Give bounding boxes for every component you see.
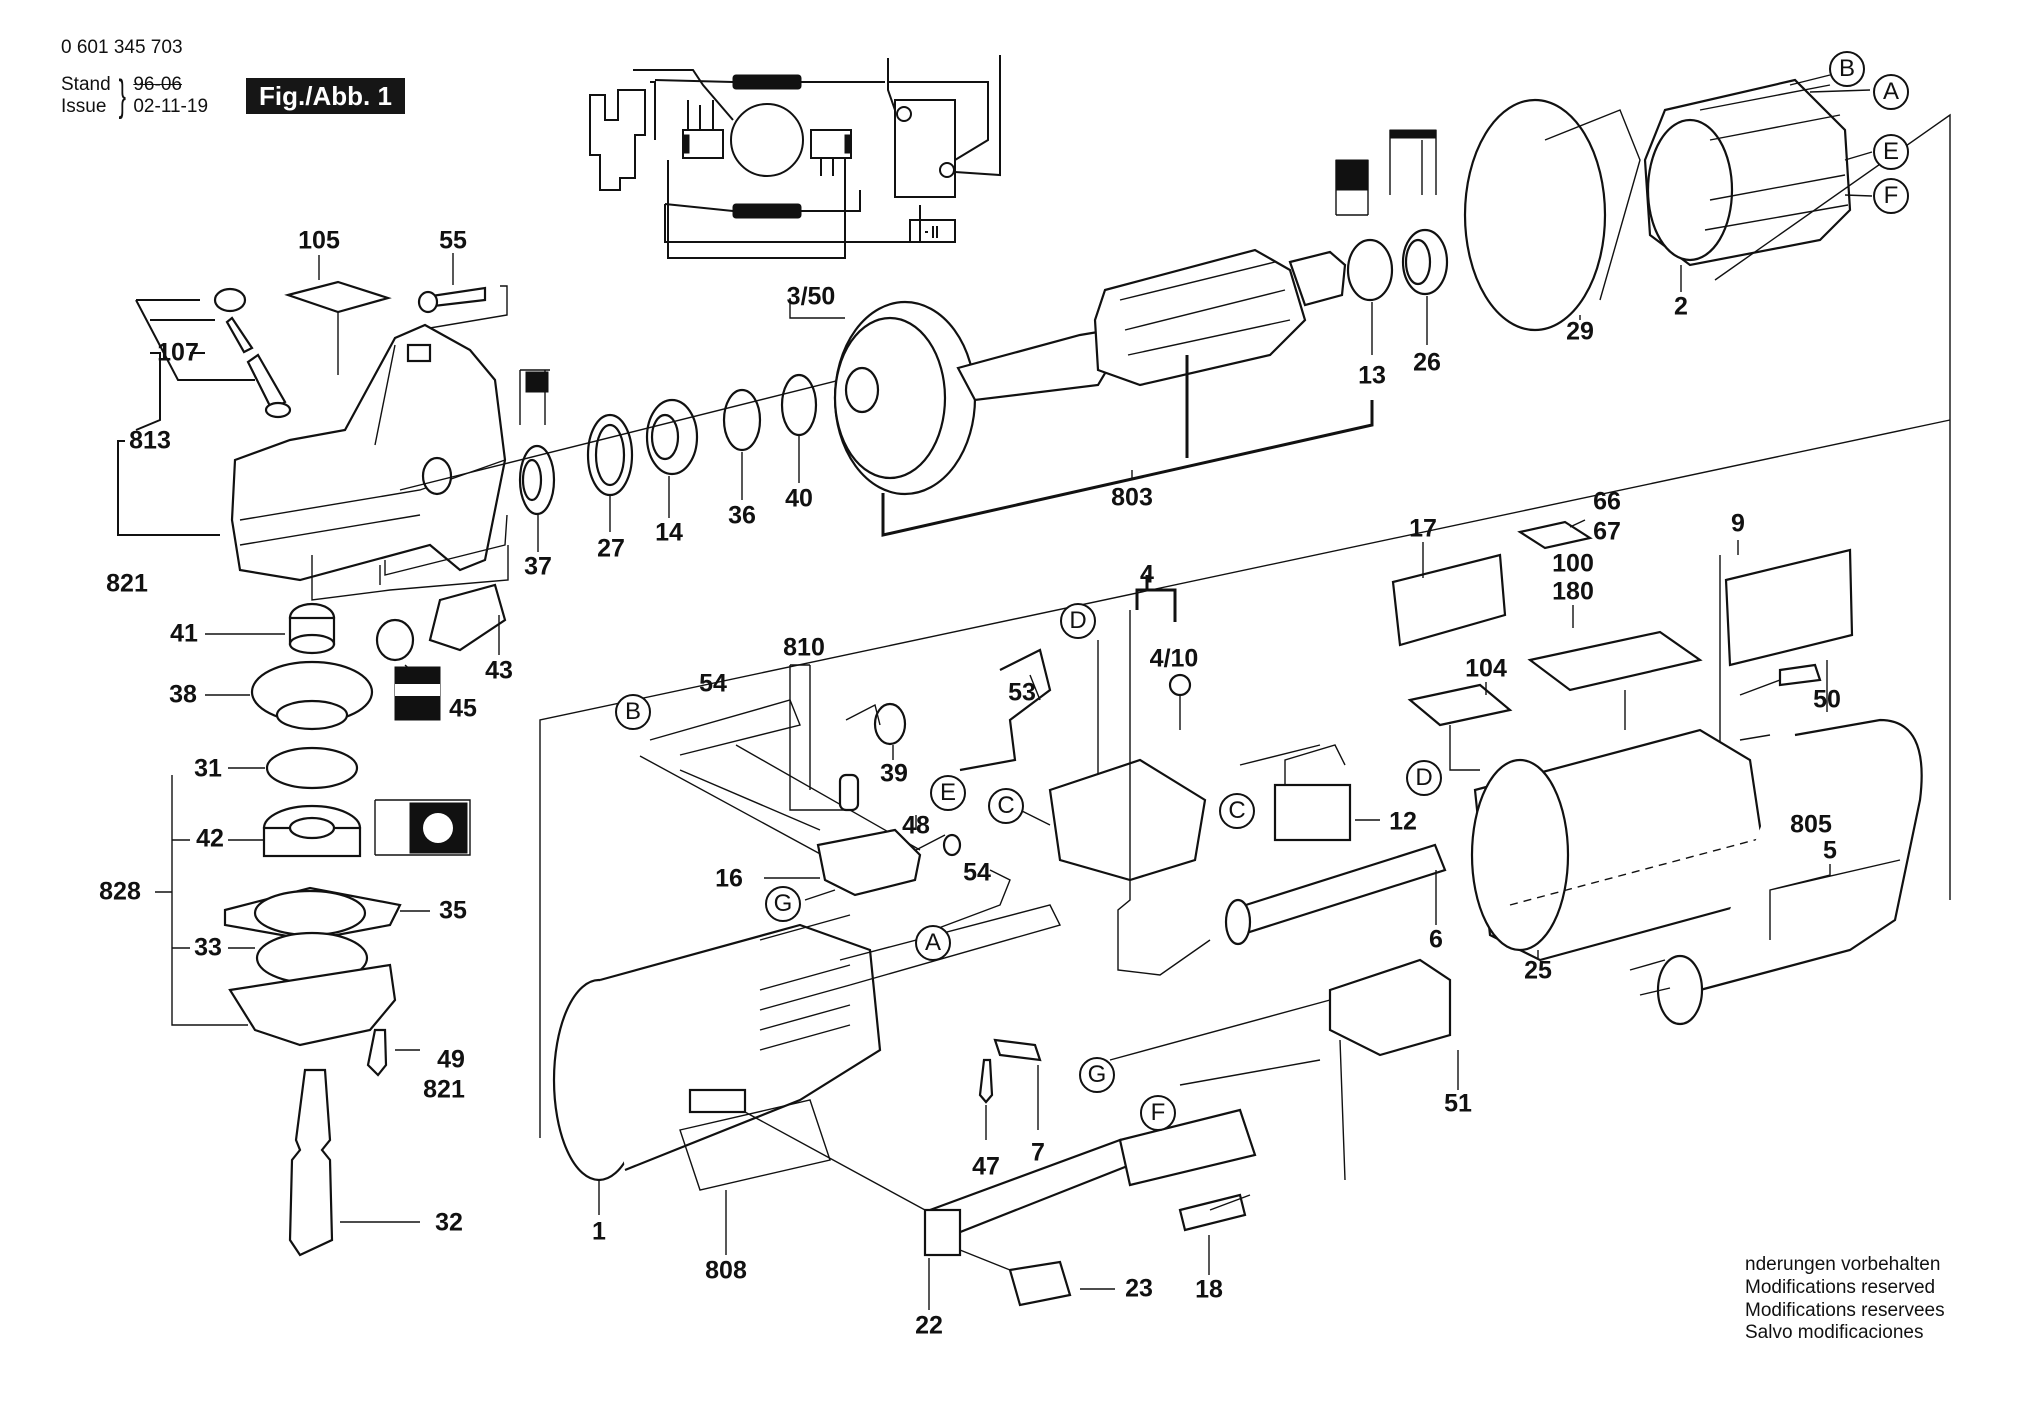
part-label: 4 bbox=[1140, 560, 1154, 589]
part-label: 51 bbox=[1444, 1089, 1472, 1118]
part-label: 107 bbox=[157, 338, 199, 367]
connector-marker-a: A bbox=[915, 925, 951, 961]
connector-marker-a: A bbox=[1873, 74, 1909, 110]
field-coil-top-icon bbox=[732, 74, 802, 90]
part-label: 828 bbox=[99, 877, 141, 906]
part-label: 23 bbox=[1125, 1274, 1153, 1303]
part-label: 7 bbox=[1031, 1138, 1045, 1167]
part-label: 13 bbox=[1358, 361, 1386, 390]
connector-marker-d: D bbox=[1406, 760, 1442, 796]
part-label: 22 bbox=[915, 1311, 943, 1340]
connector-marker-g: G bbox=[1079, 1057, 1115, 1093]
part-label: 27 bbox=[597, 534, 625, 563]
part-label: 813 bbox=[129, 426, 171, 455]
part-label: 54 bbox=[699, 669, 727, 698]
part-label: 180 bbox=[1552, 577, 1594, 606]
part-label: 3/50 bbox=[786, 282, 836, 311]
part-label: 821 bbox=[106, 569, 148, 598]
issue-date: 02-11-19 bbox=[133, 95, 209, 117]
part-label: 49 bbox=[437, 1045, 465, 1074]
part-label: 32 bbox=[435, 1208, 463, 1237]
connector-marker-d: D bbox=[1060, 603, 1096, 639]
part-label: 104 bbox=[1465, 654, 1507, 683]
part-label: 31 bbox=[194, 754, 222, 783]
connector-marker-b: B bbox=[1829, 51, 1865, 87]
part-label: 18 bbox=[1195, 1275, 1223, 1304]
part-label: 803 bbox=[1111, 483, 1153, 512]
part-label: 26 bbox=[1413, 348, 1441, 377]
issue-label: Issue bbox=[61, 95, 107, 117]
part-label: 66 bbox=[1593, 487, 1621, 516]
connector-marker-e: E bbox=[1873, 134, 1909, 170]
notice-line: Salvo modificaciones bbox=[1745, 1322, 1924, 1344]
part-label: 53 bbox=[1008, 678, 1036, 707]
notice-line: Modifications reservees bbox=[1745, 1299, 1945, 1321]
stand-label: Stand bbox=[61, 74, 111, 95]
part-label: 805 bbox=[1790, 810, 1832, 839]
connector-marker-c: C bbox=[1219, 793, 1255, 829]
part-label: 29 bbox=[1566, 317, 1594, 346]
part-label: 821 bbox=[423, 1075, 465, 1104]
modifications-notice: nderungen vorbehalten Modifications rese… bbox=[1745, 1254, 1945, 1345]
part-label: 42 bbox=[196, 824, 224, 853]
part-label: 33 bbox=[194, 933, 222, 962]
connector-marker-f: F bbox=[1140, 1095, 1176, 1131]
part-label: 38 bbox=[169, 680, 197, 709]
part-label: 36 bbox=[728, 501, 756, 530]
part-label: 12 bbox=[1389, 807, 1417, 836]
part-label: 810 bbox=[783, 633, 825, 662]
motor-armature-symbol bbox=[730, 103, 804, 177]
motor-housing-group bbox=[552, 519, 1923, 1310]
bevel-gear-stack bbox=[155, 545, 509, 1257]
connector-marker-g: G bbox=[765, 886, 801, 922]
connector-marker-b: B bbox=[615, 694, 651, 730]
part-label: 40 bbox=[785, 484, 813, 513]
part-label: 1 bbox=[592, 1217, 606, 1246]
connector-marker-c: C bbox=[988, 788, 1024, 824]
part-label: 54 bbox=[963, 858, 991, 887]
connector-marker-e: E bbox=[930, 775, 966, 811]
wiring-schematic bbox=[589, 55, 1001, 259]
part-label: 9 bbox=[1731, 509, 1745, 538]
part-label: 6 bbox=[1429, 925, 1443, 954]
part-label: 4/10 bbox=[1149, 644, 1199, 673]
notice-line: Modifications reserved bbox=[1745, 1276, 1936, 1298]
part-label: 14 bbox=[655, 518, 683, 547]
part-label: 16 bbox=[715, 864, 743, 893]
revision-block: Stand Issue } 96-06 02-11-19 bbox=[61, 74, 208, 118]
part-label: 41 bbox=[170, 619, 198, 648]
switch-wiring-group bbox=[639, 575, 1211, 976]
part-label: 39 bbox=[880, 759, 908, 788]
part-label: 55 bbox=[439, 226, 467, 255]
notice-line: nderungen vorbehalten bbox=[1745, 1254, 1941, 1275]
document-number: 0 601 345 703 bbox=[61, 37, 183, 58]
old-revision-date: 96-06 bbox=[133, 74, 182, 95]
part-label: 17 bbox=[1409, 514, 1437, 543]
part-label: 43 bbox=[485, 656, 513, 685]
brace-icon: } bbox=[118, 71, 126, 121]
part-label: 45 bbox=[449, 694, 477, 723]
part-label: 67 bbox=[1593, 517, 1621, 546]
part-label: 100 bbox=[1552, 549, 1594, 578]
figure-label: Fig./Abb. 1 bbox=[246, 78, 405, 114]
part-label: 48 bbox=[902, 811, 930, 840]
part-label: 47 bbox=[972, 1152, 1000, 1181]
part-label: 50 bbox=[1813, 685, 1841, 714]
connector-marker-f: F bbox=[1873, 178, 1909, 214]
part-label: 35 bbox=[439, 896, 467, 925]
part-label: 105 bbox=[298, 226, 340, 255]
part-label: 37 bbox=[524, 552, 552, 581]
part-label: 5 bbox=[1823, 836, 1837, 865]
part-label: 808 bbox=[705, 1256, 747, 1285]
part-label: 25 bbox=[1524, 956, 1552, 985]
field-coil-bottom-icon bbox=[732, 203, 802, 219]
gear-housing-group bbox=[117, 74, 1951, 1138]
part-label: 2 bbox=[1674, 292, 1688, 321]
